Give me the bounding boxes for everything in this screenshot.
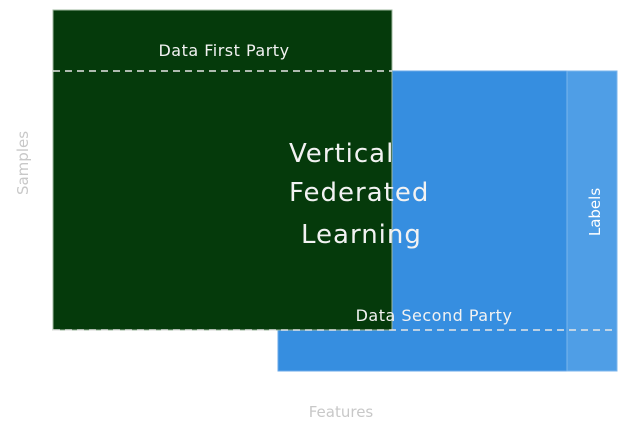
samples-axis-label: Samples [14,131,32,195]
first-party-block [52,9,393,331]
first-party-label: Data First Party [158,41,289,60]
title-line-2: Federated [289,178,429,208]
labels-column [566,70,618,372]
title-line-3: Learning [301,220,422,250]
labels-text: Labels [586,188,604,236]
features-axis-label: Features [309,403,374,421]
title-line-1: Vertical [289,139,394,169]
second-party-label: Data Second Party [356,306,513,325]
